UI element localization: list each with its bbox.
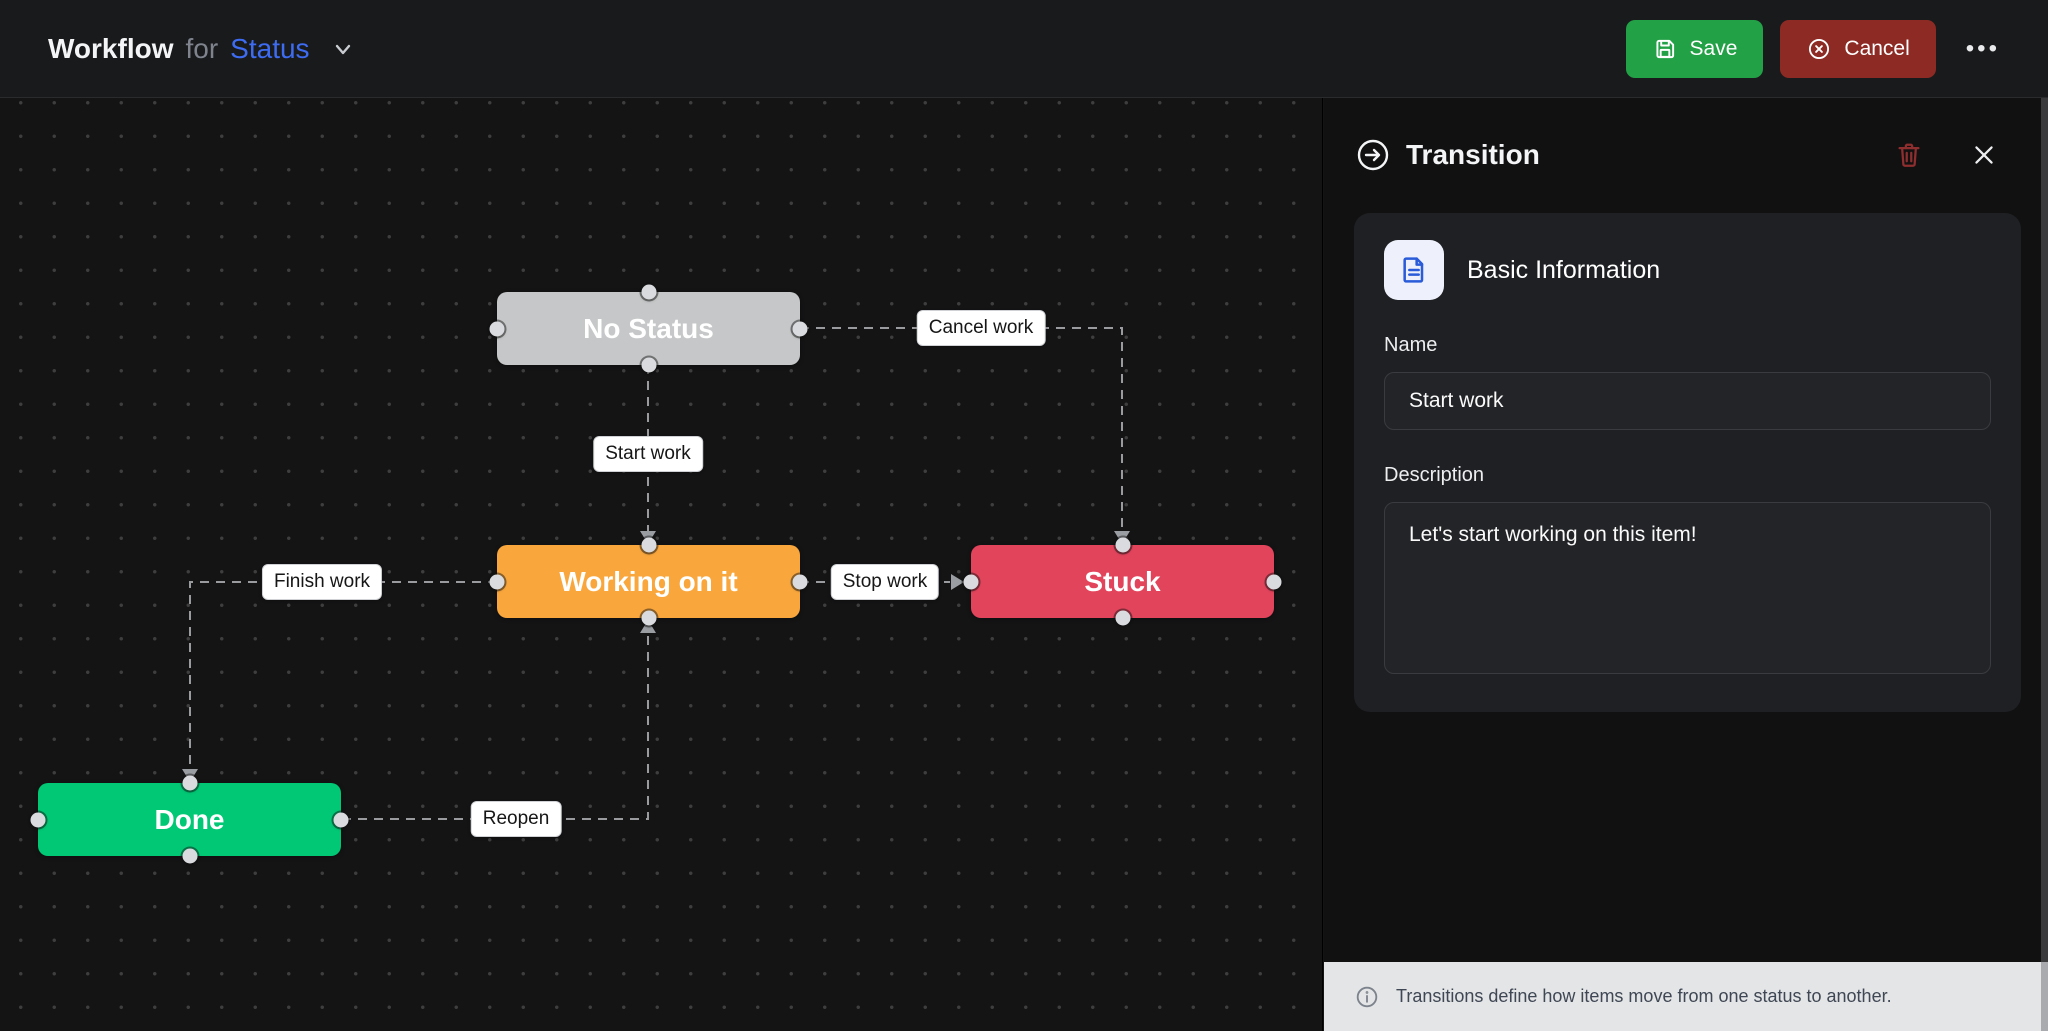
- edge-label-cancel-work[interactable]: Cancel work: [916, 310, 1046, 346]
- workflow-canvas[interactable]: No Status Working on it Stuck Done: [0, 98, 1323, 1031]
- port-stuck-right[interactable]: [1266, 574, 1282, 589]
- port-done-bottom[interactable]: [182, 848, 197, 864]
- port-working-bottom[interactable]: [641, 610, 656, 626]
- more-options-button[interactable]: •••: [1958, 27, 2008, 71]
- save-icon: [1652, 36, 1678, 62]
- arrowhead-reopen-icon: [640, 620, 656, 633]
- port-done-right[interactable]: [333, 812, 349, 827]
- cancel-circle-x-icon: [1806, 36, 1832, 62]
- status-node-stuck[interactable]: Stuck: [963, 537, 1282, 626]
- node-label: Done: [154, 803, 225, 835]
- status-node-no-status[interactable]: No Status: [489, 284, 808, 373]
- edge-label-reopen[interactable]: Reopen: [470, 801, 562, 837]
- panel-scrollbar[interactable]: [2041, 98, 2048, 1031]
- edge-finish-work[interactable]: [189, 581, 497, 771]
- node-label: No Status: [583, 312, 714, 344]
- edge-label-stop-work[interactable]: Stop work: [830, 564, 940, 600]
- port-no-status-top[interactable]: [641, 284, 656, 300]
- port-done-left[interactable]: [30, 812, 46, 827]
- transition-panel-title: Transition: [1406, 139, 1540, 170]
- delete-transition-button[interactable]: [1890, 136, 1928, 174]
- save-button-label: Save: [1689, 36, 1738, 60]
- transition-info-bar: Transitions define how items move from o…: [1324, 962, 2048, 1031]
- basic-information-card: Basic Information Name Description Let's…: [1354, 213, 2021, 712]
- title-connector: for: [185, 32, 219, 64]
- cancel-button-label: Cancel: [1844, 36, 1910, 60]
- node-label: Stuck: [1084, 565, 1161, 597]
- top-header: Workflow for Status Save: [0, 0, 2048, 98]
- transition-arrow-icon: [1356, 138, 1390, 172]
- chevron-down-icon[interactable]: [332, 38, 354, 60]
- node-label: Working on it: [559, 565, 738, 597]
- status-node-working-on-it[interactable]: Working on it: [489, 537, 808, 626]
- port-no-status-right[interactable]: [792, 321, 808, 336]
- document-icon: [1384, 240, 1444, 300]
- arrowhead-stop-work-icon: [951, 574, 964, 590]
- port-stuck-bottom[interactable]: [1115, 610, 1130, 626]
- close-panel-button[interactable]: [1966, 137, 2002, 173]
- workflow-title-dropdown[interactable]: Workflow for Status: [48, 33, 354, 65]
- edge-reopen[interactable]: [342, 630, 649, 820]
- edge-cancel-work[interactable]: [800, 327, 1123, 535]
- info-icon: [1354, 984, 1380, 1010]
- page-title: Workflow: [48, 32, 174, 64]
- edge-label-finish-work[interactable]: Finish work: [261, 564, 383, 600]
- transition-panel: Transition: [1324, 98, 2048, 1031]
- port-no-status-left[interactable]: [489, 321, 505, 336]
- info-bar-text: Transitions define how items move from o…: [1396, 986, 1892, 1006]
- port-done-top[interactable]: [182, 775, 197, 791]
- basic-information-title: Basic Information: [1467, 255, 1661, 284]
- name-input[interactable]: [1384, 372, 1991, 430]
- port-stuck-left[interactable]: [963, 574, 979, 589]
- edge-label-start-work[interactable]: Start work: [593, 436, 703, 472]
- port-stuck-top[interactable]: [1115, 537, 1130, 553]
- status-node-done[interactable]: Done: [30, 775, 349, 864]
- description-textarea[interactable]: Let's start working on this item!: [1384, 502, 1991, 674]
- transition-panel-header: Transition: [1356, 136, 2002, 174]
- cancel-button[interactable]: Cancel: [1780, 19, 1936, 78]
- port-working-left[interactable]: [489, 574, 505, 589]
- description-field-label: Description: [1384, 464, 1485, 486]
- port-no-status-bottom[interactable]: [641, 357, 656, 373]
- workflow-edges: [182, 327, 1130, 820]
- title-target-status: Status: [230, 32, 310, 64]
- basic-information-header: Basic Information: [1384, 240, 1991, 300]
- name-field-label: Name: [1384, 334, 1438, 356]
- port-working-right[interactable]: [792, 574, 808, 589]
- port-working-top[interactable]: [641, 537, 656, 553]
- save-button[interactable]: Save: [1625, 19, 1764, 78]
